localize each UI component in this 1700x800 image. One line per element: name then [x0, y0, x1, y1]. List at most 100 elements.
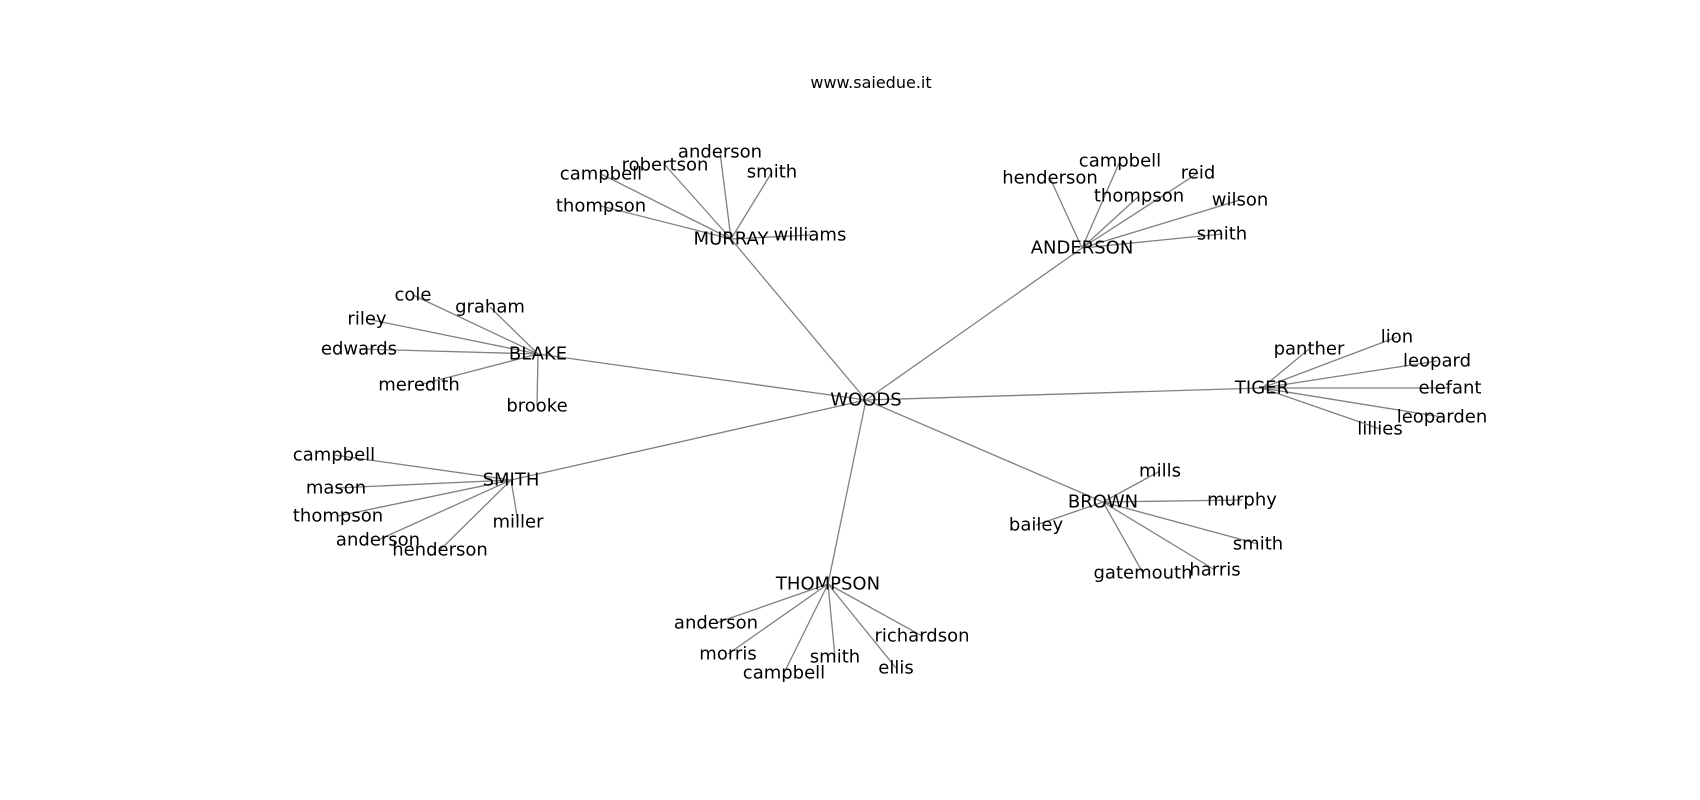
leaf-node-label: lion	[1381, 327, 1413, 348]
edge-brown-bailey	[1035, 501, 1104, 526]
leaf-node-label: graham	[455, 297, 525, 318]
leaf-node-label: lillies	[1357, 419, 1402, 440]
leaf-node-label: miller	[492, 512, 544, 533]
edge-anderson-smith	[1081, 233, 1223, 249]
leaf-node-label: anderson	[678, 142, 762, 163]
root-node-label: WOODS	[830, 390, 901, 411]
edge-thompson-anderson	[715, 583, 829, 624]
edge-murray-williams	[730, 234, 811, 240]
leaf-node-label: williams	[774, 225, 847, 246]
hub-node-label-blake: BLAKE	[509, 344, 567, 365]
edge-anderson-reid	[1081, 172, 1199, 249]
edge-tiger-lion	[1261, 336, 1398, 389]
leaf-node-label: henderson	[392, 540, 488, 561]
leaf-node-label: ellis	[878, 658, 913, 679]
edge-thompson-morris	[727, 583, 829, 655]
hub-node-label-smith: SMITH	[483, 470, 540, 491]
leaf-node-label: leoparden	[1397, 407, 1488, 428]
leaf-node-label: murphy	[1207, 490, 1277, 511]
leaf-node-label: henderson	[1002, 168, 1098, 189]
leaf-node-label: cole	[395, 285, 432, 306]
edge-smith-anderson	[377, 479, 512, 541]
edge-anderson-campbell	[1081, 160, 1121, 249]
edge-murray-thompson	[600, 205, 732, 240]
leaf-node-label: campbell	[560, 164, 642, 185]
leaf-node-label: elefant	[1419, 378, 1482, 399]
leaf-node-label: bailey	[1009, 515, 1064, 536]
edge-blake-edwards	[358, 348, 539, 355]
leaf-node-label: leopard	[1403, 351, 1471, 372]
hub-node-label-thompson: THOMPSON	[775, 574, 880, 595]
leaf-node-label: meredith	[378, 375, 460, 396]
edge-blake-cole	[412, 294, 539, 355]
edge-anderson-henderson	[1049, 177, 1083, 249]
edge-murray-anderson	[719, 151, 732, 240]
edge-anderson-thompson	[1081, 195, 1140, 249]
edge-anderson-wilson	[1081, 199, 1241, 249]
leaf-node-label: thompson	[1094, 186, 1184, 207]
edge-murray-campbell	[600, 173, 732, 240]
edge-thompson-ellis	[827, 583, 897, 669]
leaf-node-label: campbell	[293, 445, 375, 466]
edge-brown-mills	[1102, 470, 1161, 503]
edge-root-brown	[865, 399, 1104, 503]
edge-blake-graham	[489, 306, 539, 355]
leaf-node-label: campbell	[1079, 151, 1161, 172]
edge-root-blake	[537, 353, 867, 401]
leaf-node-label: anderson	[336, 530, 420, 551]
leaf-node-label: morris	[699, 644, 756, 665]
leaf-node-label: reid	[1181, 163, 1216, 184]
edge-thompson-campbell	[783, 583, 829, 674]
leaf-node-label: smith	[747, 162, 797, 183]
hub-node-label-tiger: TIGER	[1234, 378, 1289, 399]
leaf-node-label: smith	[1197, 224, 1247, 245]
edge-tiger-panther	[1261, 348, 1310, 389]
edge-root-thompson	[827, 399, 867, 585]
edge-root-anderson	[865, 247, 1083, 401]
leaf-node-label: robertson	[622, 155, 709, 176]
edge-brown-gatemouth	[1102, 501, 1144, 574]
hub-node-label-murray: MURRAY	[694, 229, 770, 250]
edge-smith-campbell	[333, 454, 512, 481]
leaf-node-label: anderson	[674, 613, 758, 634]
leaf-node-label: mason	[306, 478, 366, 499]
edge-root-murray	[730, 238, 867, 401]
edge-thompson-richardson	[827, 583, 923, 637]
edge-murray-robertson	[664, 164, 732, 240]
edge-blake-brooke	[536, 353, 539, 407]
edge-brown-harris	[1102, 501, 1216, 571]
edge-brown-smith	[1102, 501, 1259, 545]
edge-root-smith	[510, 399, 867, 481]
graph-title: www.saiedue.it	[810, 73, 931, 92]
leaf-node-label: richardson	[874, 626, 969, 647]
leaf-node-label: gatemouth	[1093, 563, 1192, 584]
leaf-node-label: harris	[1189, 560, 1240, 581]
leaf-node-label: thompson	[293, 506, 383, 527]
edge-root-tiger	[865, 387, 1263, 401]
hub-node-label-brown: BROWN	[1068, 492, 1138, 513]
edge-tiger-lillies	[1261, 387, 1381, 430]
edge-smith-miller	[510, 479, 519, 523]
leaf-node-label: smith	[1233, 534, 1283, 555]
edge-layer	[333, 151, 1450, 674]
leaf-node-label: smith	[810, 647, 860, 668]
leaf-node-label: wilson	[1212, 190, 1269, 211]
edge-brown-murphy	[1102, 499, 1243, 503]
leaf-node-label: brooke	[506, 396, 567, 417]
edge-thompson-smith	[827, 583, 836, 658]
leaf-node-label: panther	[1274, 339, 1345, 360]
leaf-node-label: mills	[1139, 461, 1181, 482]
edge-smith-mason	[335, 479, 512, 489]
edge-tiger-leopard	[1261, 360, 1438, 389]
leaf-node-label: edwards	[321, 339, 397, 360]
hub-node-label-anderson: ANDERSON	[1031, 238, 1134, 259]
edge-blake-riley	[366, 318, 539, 355]
leaf-node-label: campbell	[743, 663, 825, 684]
leaf-node-label: thompson	[556, 196, 646, 217]
edge-blake-meredith	[418, 353, 539, 386]
leaf-node-label: riley	[347, 309, 386, 330]
edge-smith-thompson	[337, 479, 512, 517]
edge-smith-henderson	[439, 479, 512, 551]
